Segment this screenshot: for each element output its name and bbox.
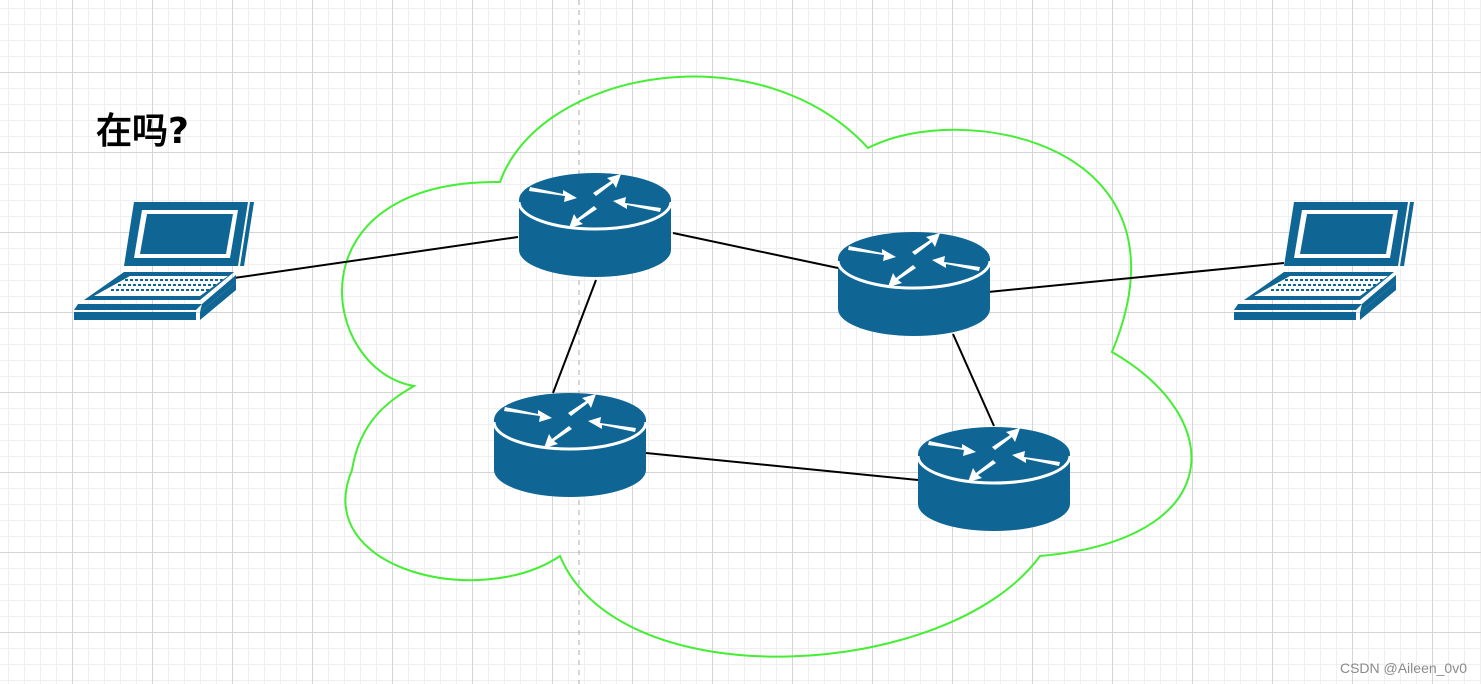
laptop-icon[interactable] [1233, 201, 1415, 321]
link-router-bottom-left-router-bottom-right [645, 452, 919, 481]
message-label: 在吗? [96, 111, 189, 152]
link-router-right-laptop-right [987, 262, 1285, 293]
watermark: CSDN @Aileen_0v0 [1339, 660, 1467, 676]
link-router-right-router-bottom-right [952, 333, 995, 427]
link-router-top-router-bottom-left [552, 279, 597, 394]
network-cloud [341, 75, 1193, 658]
router-icon[interactable] [836, 230, 992, 338]
laptop-icon[interactable] [73, 201, 255, 321]
router-icon[interactable] [916, 425, 1072, 533]
router-icon[interactable] [492, 391, 648, 499]
router-icon[interactable] [517, 171, 673, 279]
link-laptop-left-router-top [233, 236, 519, 279]
link-router-top-router-right [672, 232, 839, 269]
